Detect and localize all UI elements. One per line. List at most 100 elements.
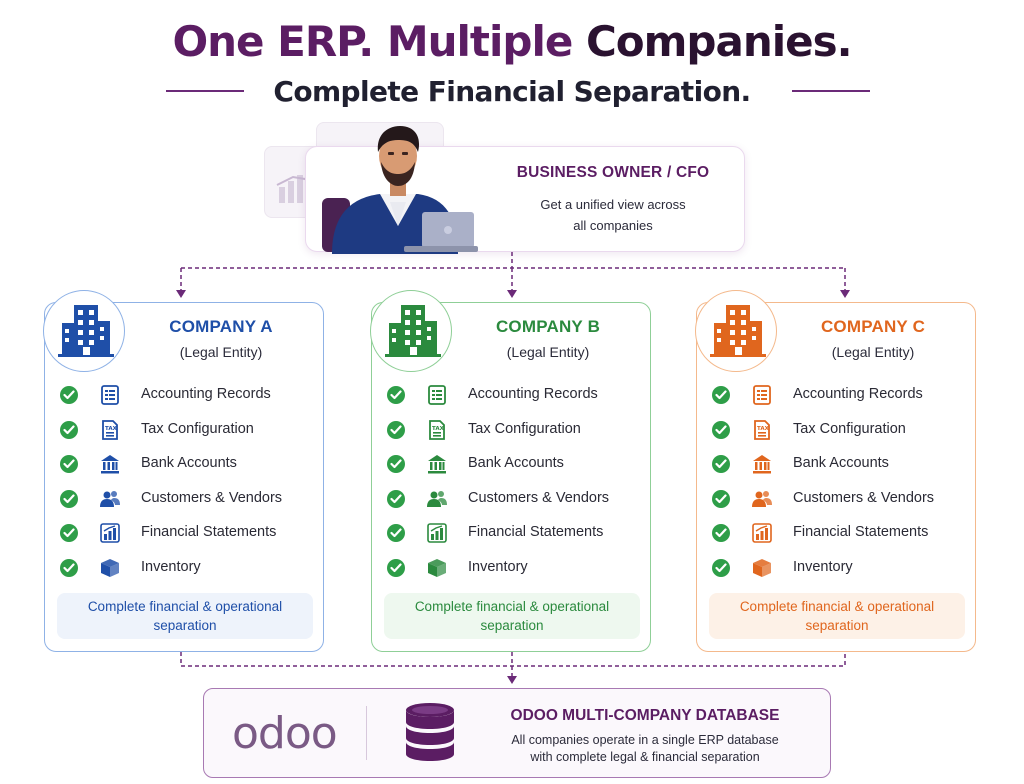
feature-label: Inventory xyxy=(793,558,853,575)
feature-label: Customers & Vendors xyxy=(793,489,935,506)
company-a-subtitle: (Legal Entity) xyxy=(179,344,263,360)
feature-item: Inventory xyxy=(709,556,969,591)
check-icon xyxy=(712,524,730,543)
database-desc-line-2: with complete legal & financial separati… xyxy=(530,750,760,764)
check-icon xyxy=(60,524,78,543)
feature-item: Financial Statements xyxy=(57,521,317,556)
database-divider xyxy=(366,706,367,760)
check-icon xyxy=(712,455,730,474)
page-title: One ERP. Multiple Companies. xyxy=(0,14,1024,70)
ledger-icon xyxy=(751,384,773,406)
title-part-2: Companies. xyxy=(585,17,853,66)
check-icon xyxy=(60,489,78,508)
people-icon xyxy=(99,488,121,510)
page-subtitle: Complete Financial Separation. xyxy=(273,75,751,108)
check-icon xyxy=(387,455,405,474)
svg-text:TAX: TAX xyxy=(757,426,770,432)
footnote-line-2: separation xyxy=(153,618,217,633)
check-icon xyxy=(60,558,78,577)
company-card-c: COMPANY C (Legal Entity) Accounting Reco… xyxy=(695,290,976,652)
owner-description: Get a unified view across all companies xyxy=(508,194,718,236)
feature-label: Financial Statements xyxy=(468,524,604,541)
database-icon xyxy=(404,702,456,764)
feature-label: Bank Accounts xyxy=(793,455,889,472)
check-icon xyxy=(387,420,405,439)
bar-chart-icon xyxy=(426,522,448,544)
company-a-badge xyxy=(43,290,125,372)
company-b-name: COMPANY B xyxy=(495,317,601,336)
feature-label: Tax Configuration xyxy=(468,420,581,437)
feature-label: Tax Configuration xyxy=(793,420,906,437)
database-desc-line-1: All companies operate in a single ERP da… xyxy=(511,733,779,747)
company-b-subtitle: (Legal Entity) xyxy=(506,344,590,360)
check-icon xyxy=(387,558,405,577)
check-icon xyxy=(712,420,730,439)
footnote-line-1: Complete financial & operational xyxy=(414,599,610,614)
subtitle-rule-right xyxy=(792,90,870,92)
company-c-subtitle: (Legal Entity) xyxy=(831,344,915,360)
bank-icon xyxy=(99,453,121,475)
check-icon xyxy=(60,455,78,474)
database-description: All companies operate in a single ERP da… xyxy=(480,732,810,766)
feature-label: Accounting Records xyxy=(141,386,271,402)
feature-label: Bank Accounts xyxy=(141,455,237,472)
odoo-logo: odoo xyxy=(232,708,338,759)
company-a-footnote: Complete financial & operational separat… xyxy=(57,593,313,639)
owner-desc-line-1: Get a unified view across xyxy=(540,197,686,212)
ledger-icon xyxy=(99,384,121,406)
company-card-a: COMPANY A (Legal Entity) Accounting Reco… xyxy=(43,290,324,652)
database-card xyxy=(203,688,831,778)
subtitle-rule-left xyxy=(166,90,244,92)
feature-item: Customers & Vendors xyxy=(57,487,317,522)
feature-item: Accounting Records xyxy=(57,383,317,418)
box-icon xyxy=(426,557,448,579)
svg-text:TAX: TAX xyxy=(432,426,445,432)
company-c-badge xyxy=(695,290,777,372)
footnote-line-2: separation xyxy=(805,618,869,633)
check-icon xyxy=(387,524,405,543)
building-icon xyxy=(710,305,766,357)
feature-label: Accounting Records xyxy=(468,386,598,402)
feature-label: Customers & Vendors xyxy=(141,489,283,506)
building-icon xyxy=(58,305,114,357)
footnote-line-2: separation xyxy=(480,618,544,633)
feature-item: Financial Statements xyxy=(384,521,644,556)
building-icon xyxy=(385,305,441,357)
feature-item: TAX Tax Configuration xyxy=(57,418,317,453)
tax-document-icon: TAX xyxy=(426,419,448,441)
feature-item: TAX Tax Configuration xyxy=(709,418,969,453)
company-b-footnote: Complete financial & operational separat… xyxy=(384,593,640,639)
feature-label: Inventory xyxy=(468,558,528,575)
title-part-1: One ERP. Multiple xyxy=(172,17,573,66)
feature-item: Inventory xyxy=(384,556,644,591)
bar-chart-icon xyxy=(99,522,121,544)
feature-item: Customers & Vendors xyxy=(384,487,644,522)
company-b-badge xyxy=(370,290,452,372)
feature-label: Financial Statements xyxy=(793,524,929,541)
business-owner-avatar xyxy=(318,122,478,254)
people-icon xyxy=(751,488,773,510)
ledger-icon xyxy=(426,384,448,406)
company-card-b: COMPANY B (Legal Entity) Accounting Reco… xyxy=(370,290,651,652)
bank-icon xyxy=(426,453,448,475)
feature-item: Inventory xyxy=(57,556,317,591)
owner-desc-line-2: all companies xyxy=(573,218,653,233)
check-icon xyxy=(712,558,730,577)
company-a-name: COMPANY A xyxy=(169,317,273,336)
check-icon xyxy=(387,489,405,508)
svg-text:TAX: TAX xyxy=(105,426,118,432)
feature-label: Accounting Records xyxy=(793,386,923,402)
feature-label: Tax Configuration xyxy=(141,420,254,437)
footnote-line-1: Complete financial & operational xyxy=(739,599,935,614)
feature-label: Financial Statements xyxy=(141,524,277,541)
check-icon xyxy=(712,386,730,404)
owner-title: BUSINESS OWNER / CFO xyxy=(516,164,710,181)
tax-document-icon: TAX xyxy=(99,419,121,441)
feature-item: Bank Accounts xyxy=(384,452,644,487)
check-icon xyxy=(60,386,78,404)
feature-label: Bank Accounts xyxy=(468,455,564,472)
feature-item: Bank Accounts xyxy=(709,452,969,487)
